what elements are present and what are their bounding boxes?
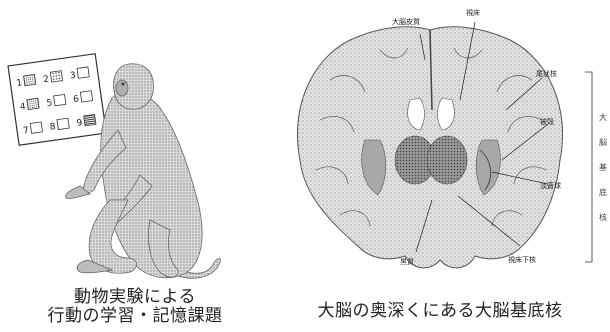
label-thalamus: 視床 — [466, 8, 480, 17]
label-subthalamic-nucleus: 視床下核 — [508, 255, 536, 264]
label-putamen: 被殻 — [540, 117, 554, 126]
label-globus-pallidus: 淡蒼球 — [540, 181, 561, 190]
task-cell-square — [57, 118, 69, 129]
side-char-4: 核 — [599, 212, 607, 222]
task-cell-square — [50, 71, 62, 82]
label-cortex: 大脳皮質 — [392, 17, 420, 26]
side-char-0: 大 — [599, 112, 607, 122]
side-char-1: 脳 — [599, 137, 607, 147]
brain-coronal-section: 大脳皮質 視床 尾状核 被殻 淡蒼球 視床下核 黒質 大 脳 基 底 核 — [270, 0, 610, 292]
task-cell-square — [77, 67, 89, 78]
task-cell-square — [24, 74, 36, 85]
right-caption: 大脳の奥深くにある大脳基底核 — [270, 302, 610, 321]
caption-line-2: 行動の学習・記憶課題 — [0, 307, 270, 326]
left-caption: 動物実験による 行動の学習・記憶課題 — [0, 288, 270, 326]
side-char-2: 基 — [599, 162, 607, 172]
basal-ganglia-bracket — [585, 72, 592, 262]
side-char-3: 底 — [599, 187, 607, 197]
label-caudate: 尾状核 — [536, 69, 557, 78]
task-cell-square — [30, 122, 42, 133]
task-cell-square — [84, 114, 96, 125]
task-cell-square — [80, 91, 92, 102]
task-cell-square — [54, 94, 66, 105]
brain-panel: 大脳皮質 視床 尾状核 被殻 淡蒼球 視床下核 黒質 大 脳 基 底 核 大脳の… — [270, 0, 610, 332]
task-cell-square — [27, 98, 39, 109]
caption-line-1: 動物実験による — [0, 288, 270, 307]
label-substantia-nigra: 黒質 — [400, 257, 414, 266]
